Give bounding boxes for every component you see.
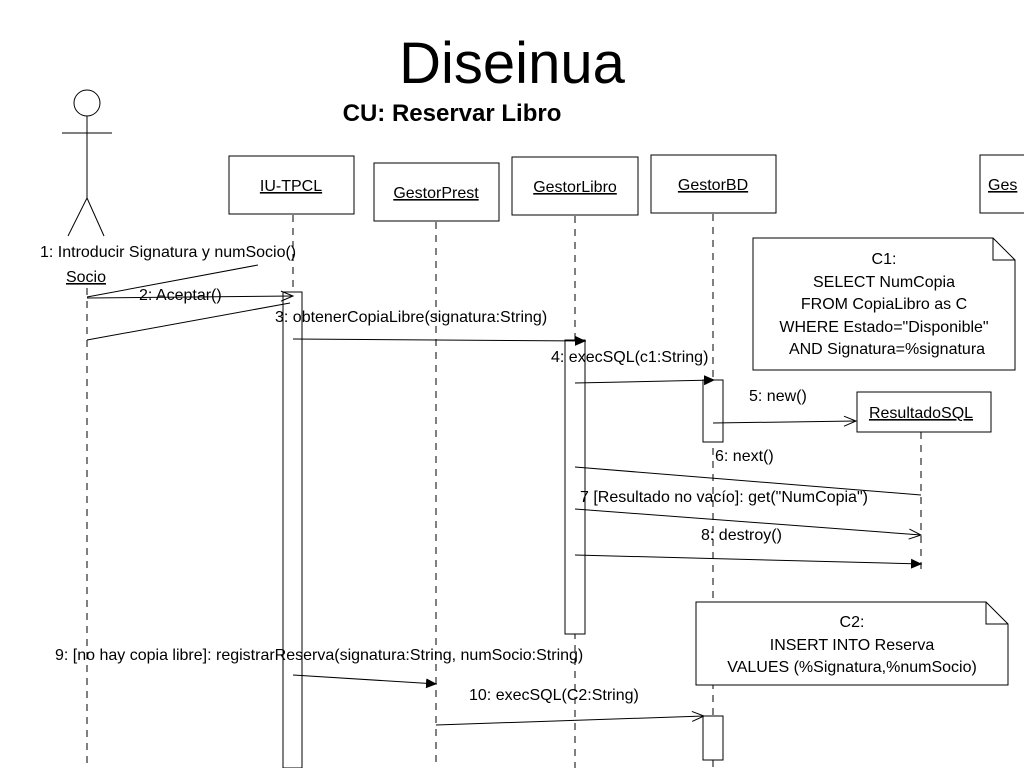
message-3-arrow bbox=[292, 335, 587, 346]
object-gestor-prest[interactable]: GestorPrest bbox=[373, 162, 500, 222]
note-c1: C1: SELECT NumCopia FROM CopiaLibro as C… bbox=[752, 237, 1016, 371]
note-c2-line: VALUES (%Signatura,%numSocio) bbox=[727, 659, 977, 676]
actor-socio[interactable] bbox=[62, 89, 112, 237]
message-6-label: 6: next() bbox=[715, 448, 774, 465]
actor-label: Socio bbox=[66, 269, 106, 286]
message-4-arrow bbox=[574, 375, 716, 386]
activation-iu-tpcl bbox=[282, 291, 303, 768]
message-2b-arrow bbox=[86, 302, 291, 341]
object-iu-tpcl-label: IU-TPCL bbox=[260, 178, 322, 195]
message-7-arrow bbox=[574, 508, 921, 535]
message-8-label: 8: destroy() bbox=[701, 527, 782, 544]
object-iu-tpcl[interactable]: IU-TPCL bbox=[228, 155, 355, 215]
object-gestor-partial[interactable]: Ges bbox=[979, 154, 1024, 214]
activation-gestor-libro bbox=[564, 339, 586, 635]
note-c1-line: WHERE Estado="Disponible" bbox=[779, 319, 988, 336]
page-subtitle: CU: Reservar Libro bbox=[342, 100, 562, 127]
object-resultado-sql[interactable]: ResultadoSQL bbox=[856, 391, 992, 433]
note-c1-line: C1: bbox=[872, 251, 897, 268]
message-8-arrow bbox=[574, 554, 923, 569]
note-c1-line: AND Signatura=%signatura bbox=[789, 341, 985, 358]
message-10-label: 10: execSQL(C2:String) bbox=[469, 687, 639, 704]
message-1-label: 1: Introducir Signatura y numSocio() bbox=[40, 244, 296, 261]
object-gestor-prest-label: GestorPrest bbox=[393, 185, 479, 202]
note-c2: C2: INSERT INTO Reserva VALUES (%Signatu… bbox=[695, 601, 1009, 686]
message-10-arrow bbox=[435, 716, 704, 726]
activation-gestor-bd-2 bbox=[702, 715, 724, 761]
message-6-arrow bbox=[574, 466, 922, 496]
note-c2-line: C2: bbox=[840, 614, 865, 631]
object-gestor-bd-label: GestorBD bbox=[678, 177, 748, 194]
message-5-arrow bbox=[712, 421, 856, 423]
page-title: Diseinua bbox=[399, 31, 625, 96]
message-5-label: 5: new() bbox=[749, 388, 807, 405]
note-c1-line: SELECT NumCopia bbox=[813, 274, 955, 291]
object-gestor-libro-label: GestorLibro bbox=[533, 179, 617, 196]
activation-gestor-bd-1 bbox=[702, 379, 724, 443]
message-2-arrow bbox=[86, 296, 293, 298]
message-9-arrow bbox=[292, 674, 438, 689]
message-3-label: 3: obtenerCopiaLibre(signatura:String) bbox=[275, 309, 547, 326]
object-gestor-libro[interactable]: GestorLibro bbox=[511, 156, 639, 216]
message-2-label: 2: Aceptar() bbox=[139, 287, 222, 304]
note-c1-line: FROM CopiaLibro as C bbox=[801, 296, 967, 313]
note-c2-line: INSERT INTO Reserva bbox=[770, 637, 935, 654]
object-gestor-partial-label: Ges bbox=[988, 177, 1017, 194]
object-gestor-bd[interactable]: GestorBD bbox=[650, 154, 777, 214]
message-1-arrow bbox=[86, 264, 259, 298]
message-9-label: 9: [no hay copia libre]: registrarReserv… bbox=[55, 647, 583, 664]
message-4-label: 4: execSQL(c1:String) bbox=[551, 349, 708, 366]
message-7-label: 7 [Resultado no vacío]: get("NumCopia") bbox=[580, 489, 868, 506]
object-resultado-sql-label: ResultadoSQL bbox=[869, 405, 973, 422]
